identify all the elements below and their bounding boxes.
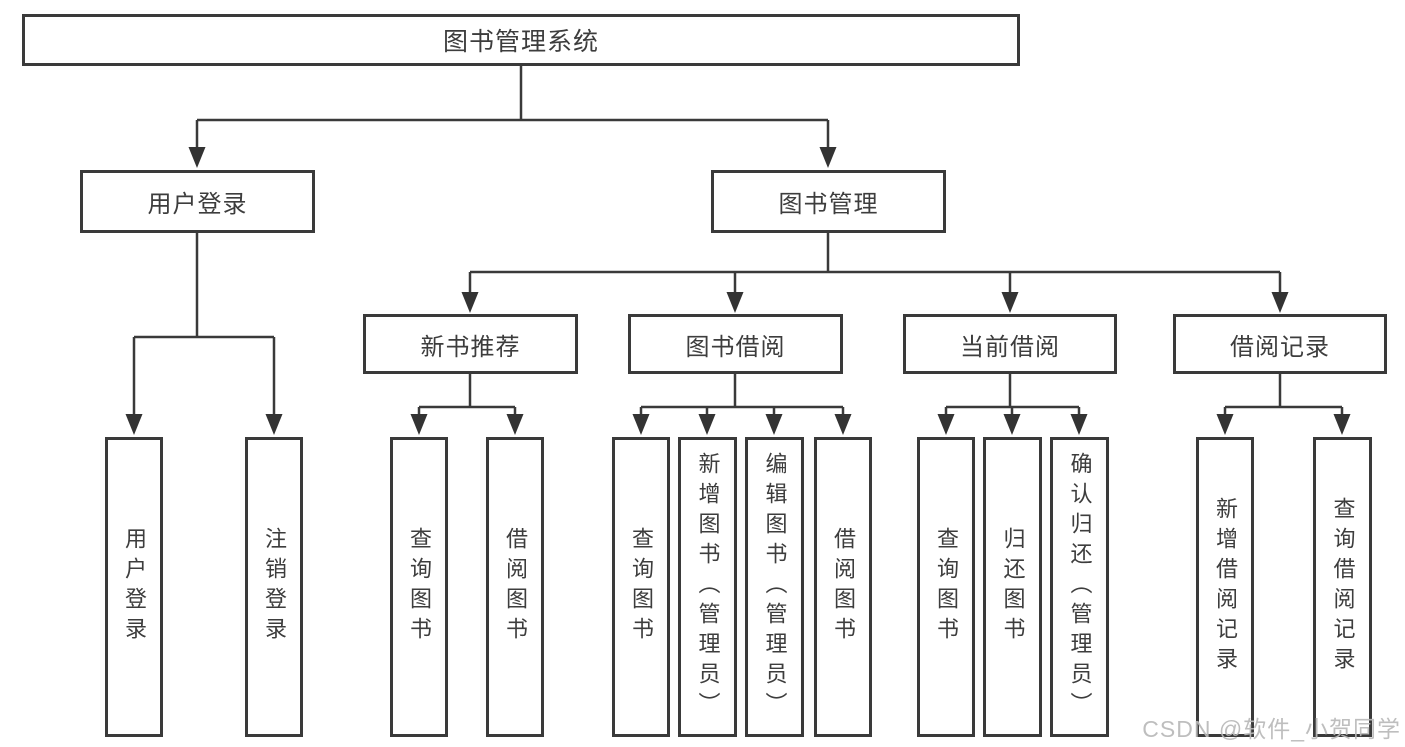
node-borrowing-records: 借阅记录	[1173, 314, 1387, 374]
leaf-query-books-recommend: 查询图书	[390, 437, 448, 737]
node-label: 新增借阅记录	[1213, 497, 1238, 677]
node-library-system: 图书管理系统	[22, 14, 1020, 66]
node-label: 查询图书	[407, 527, 432, 647]
leaf-query-books-borrow: 查询图书	[612, 437, 670, 737]
node-label: 图书借阅	[685, 333, 786, 361]
node-label: 借阅图书	[503, 527, 528, 647]
node-label: 确认归还（管理员）	[1067, 452, 1093, 722]
node-label: 用户登录	[122, 527, 147, 647]
node-label: 图书管理	[778, 191, 879, 218]
leaf-user-login: 用户登录	[105, 437, 163, 737]
node-new-book-recommendation: 新书推荐	[363, 314, 578, 374]
node-book-management: 图书管理	[711, 170, 946, 233]
node-current-borrowing: 当前借阅	[903, 314, 1117, 374]
node-label: 新书推荐	[420, 333, 521, 361]
node-user-login: 用户登录	[80, 170, 315, 233]
node-label: 当前借阅	[960, 333, 1060, 361]
connector-arrows	[125, 147, 1351, 435]
node-label: 用户登录	[147, 191, 248, 218]
node-book-borrowing: 图书借阅	[628, 314, 843, 374]
node-label: 图书管理系统	[442, 28, 599, 56]
leaf-confirm-return-admin: 确认归还（管理员）	[1050, 437, 1109, 737]
node-label: 编辑图书（管理员）	[762, 452, 788, 722]
leaf-borrow-books: 借阅图书	[814, 437, 872, 737]
leaf-add-book-admin: 新增图书（管理员）	[678, 437, 737, 737]
node-label: 新增图书（管理员）	[695, 452, 721, 722]
node-label: 借阅图书	[831, 527, 856, 647]
node-label: 借阅记录	[1230, 333, 1330, 361]
leaf-query-books-current: 查询图书	[917, 437, 975, 737]
leaf-borrow-books-recommend: 借阅图书	[486, 437, 544, 737]
leaf-edit-book-admin: 编辑图书（管理员）	[745, 437, 804, 737]
watermark: CSDN @软件_小贺同学	[1142, 716, 1401, 742]
node-label: 注销登录	[262, 527, 287, 647]
leaf-add-borrow-record: 新增借阅记录	[1196, 437, 1254, 737]
node-label: 查询借阅记录	[1330, 497, 1356, 677]
leaf-query-borrow-record: 查询借阅记录	[1313, 437, 1372, 737]
node-label: 查询图书	[629, 527, 654, 647]
node-label: 归还图书	[1000, 527, 1026, 647]
leaf-return-book: 归还图书	[983, 437, 1042, 737]
node-label: 查询图书	[934, 527, 959, 647]
leaf-logout: 注销登录	[245, 437, 303, 737]
